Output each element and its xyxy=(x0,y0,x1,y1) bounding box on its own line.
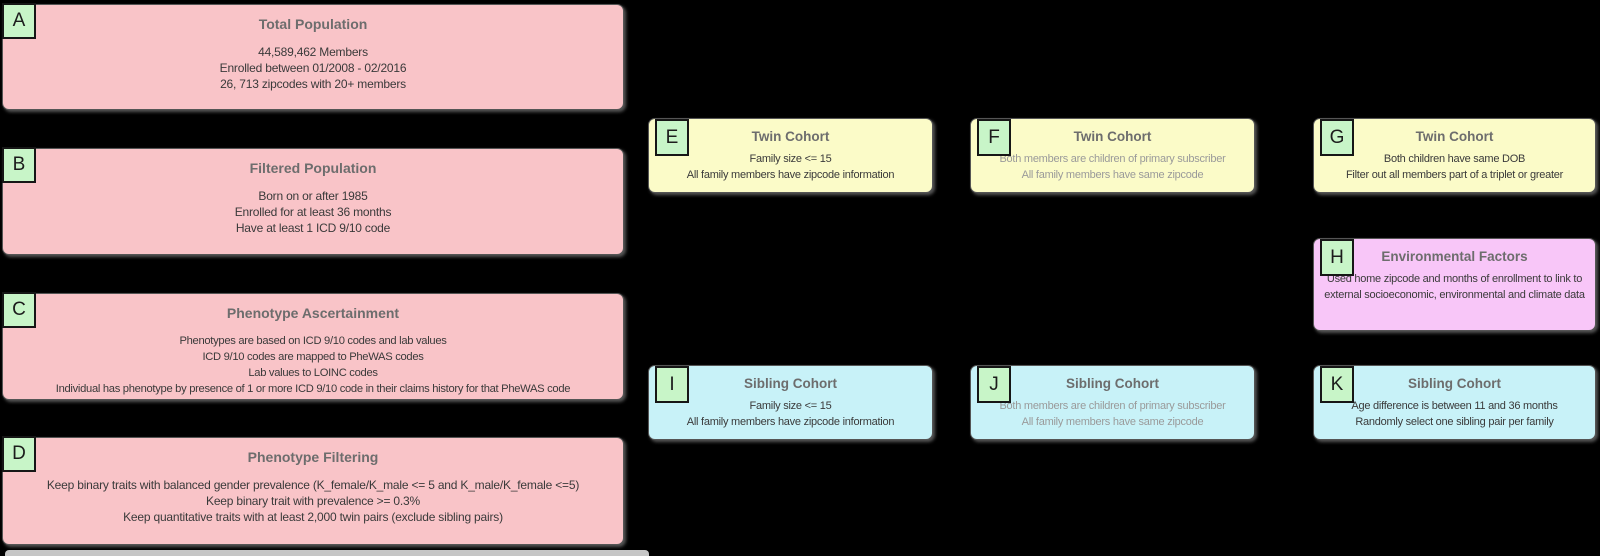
node-j-sibling-cohort: J Sibling Cohort Both members are childr… xyxy=(970,365,1255,440)
node-title: Twin Cohort xyxy=(751,129,830,144)
node-text-line: Randomly select one sibling pair per fam… xyxy=(1355,416,1554,428)
node-text-line: Used home zipcode and months of enrollme… xyxy=(1324,273,1585,301)
node-title: Sibling Cohort xyxy=(744,376,837,391)
node-e-twin-cohort: E Twin Cohort Family size <= 15 All fami… xyxy=(648,118,933,193)
node-body: Family size <= 15 All family members hav… xyxy=(649,151,932,183)
node-text-line: Phenotypes are based on ICD 9/10 codes a… xyxy=(179,335,447,347)
node-text-line: Enrolled between 01/2008 - 02/2016 xyxy=(219,61,407,75)
node-f-twin-cohort: F Twin Cohort Both members are children … xyxy=(970,118,1255,193)
node-text-line: Both children have same DOB xyxy=(1383,153,1526,165)
node-body: 44,589,462 Members Enrolled between 01/2… xyxy=(3,44,623,92)
node-title: Phenotype Ascertainment xyxy=(226,305,400,321)
node-b-filtered-population: B Filtered Population Born on or after 1… xyxy=(2,147,624,255)
node-title: Filtered Population xyxy=(249,160,377,176)
node-text-line: Born on or after 1985 xyxy=(258,189,368,203)
node-i-sibling-cohort: I Sibling Cohort Family size <= 15 All f… xyxy=(648,365,933,440)
node-text-line: Enrolled for at least 36 months xyxy=(234,205,392,219)
node-letter-badge-j: J xyxy=(977,366,1011,403)
node-text-line: All family members have same zipcode xyxy=(1021,169,1204,181)
node-letter-badge-g: G xyxy=(1320,119,1354,156)
node-letter-badge-f: F xyxy=(977,119,1011,156)
node-text-line: Keep binary traits with balanced gender … xyxy=(46,478,580,492)
node-g-twin-cohort: G Twin Cohort Both children have same DO… xyxy=(1313,118,1596,193)
node-body: Phenotypes are based on ICD 9/10 codes a… xyxy=(3,333,623,397)
node-h-environmental-factors: H Environmental Factors Used home zipcod… xyxy=(1313,238,1596,331)
node-body: Both children have same DOB Filter out a… xyxy=(1314,151,1595,183)
node-letter-badge-d: D xyxy=(2,436,36,472)
node-text-line: Filter out all members part of a triplet… xyxy=(1345,169,1564,181)
node-letter-badge-a: A xyxy=(2,3,36,39)
node-text-line: 44,589,462 Members xyxy=(258,45,368,59)
node-text-line: All family members have same zipcode xyxy=(1021,416,1204,428)
node-text-line: ICD 9/10 codes are mapped to PheWAS code… xyxy=(202,351,424,363)
node-letter-badge-b: B xyxy=(2,147,36,183)
node-body: Born on or after 1985 Enrolled for at le… xyxy=(3,188,623,236)
cutoff-box-top-edge xyxy=(5,550,649,556)
node-body: Both members are children of primary sub… xyxy=(971,151,1254,183)
node-k-sibling-cohort: K Sibling Cohort Age difference is betwe… xyxy=(1313,365,1596,440)
node-text-line: Keep binary trait with prevalence >= 0.3… xyxy=(206,494,420,508)
node-letter-badge-k: K xyxy=(1320,366,1354,403)
node-body: Family size <= 15 All family members hav… xyxy=(649,398,932,430)
node-letter-badge-i: I xyxy=(655,366,689,403)
node-text-line: All family members have zipcode informat… xyxy=(686,416,895,428)
node-title: Sibling Cohort xyxy=(1408,376,1501,391)
node-text-line: Both members are children of primary sub… xyxy=(999,400,1226,412)
node-title: Twin Cohort xyxy=(1415,129,1494,144)
node-c-phenotype-ascertainment: C Phenotype Ascertainment Phenotypes are… xyxy=(2,292,624,400)
node-text-line: Keep quantitative traits with at least 2… xyxy=(123,510,503,524)
node-body: Age difference is between 11 and 36 mont… xyxy=(1314,398,1595,430)
node-title: Environmental Factors xyxy=(1381,249,1528,264)
node-text-line: Individual has phenotype by presence of … xyxy=(55,383,571,395)
node-text-line: 26, 713 zipcodes with 20+ members xyxy=(220,77,406,91)
node-text-line: Have at least 1 ICD 9/10 code xyxy=(235,221,391,235)
node-text-line: Both members are children of primary sub… xyxy=(999,153,1226,165)
node-title: Twin Cohort xyxy=(1073,129,1152,144)
node-title: Total Population xyxy=(258,16,368,32)
node-letter-badge-e: E xyxy=(655,119,689,156)
node-title: Sibling Cohort xyxy=(1066,376,1159,391)
node-letter-badge-h: H xyxy=(1320,239,1354,276)
node-text-line: Lab values to LOINC codes xyxy=(248,367,378,379)
node-text-line: Family size <= 15 xyxy=(749,153,832,165)
node-body: Both members are children of primary sub… xyxy=(971,398,1254,430)
node-text-line: All family members have zipcode informat… xyxy=(686,169,895,181)
node-body: Keep binary traits with balanced gender … xyxy=(3,477,623,525)
node-a-total-population: A Total Population 44,589,462 Members En… xyxy=(2,3,624,110)
node-letter-badge-c: C xyxy=(2,292,36,328)
node-text-line: Family size <= 15 xyxy=(749,400,832,412)
node-body: Used home zipcode and months of enrollme… xyxy=(1314,271,1595,303)
node-d-phenotype-filtering: D Phenotype Filtering Keep binary traits… xyxy=(2,436,624,545)
node-title: Phenotype Filtering xyxy=(247,449,379,465)
node-text-line: Age difference is between 11 and 36 mont… xyxy=(1351,400,1558,412)
